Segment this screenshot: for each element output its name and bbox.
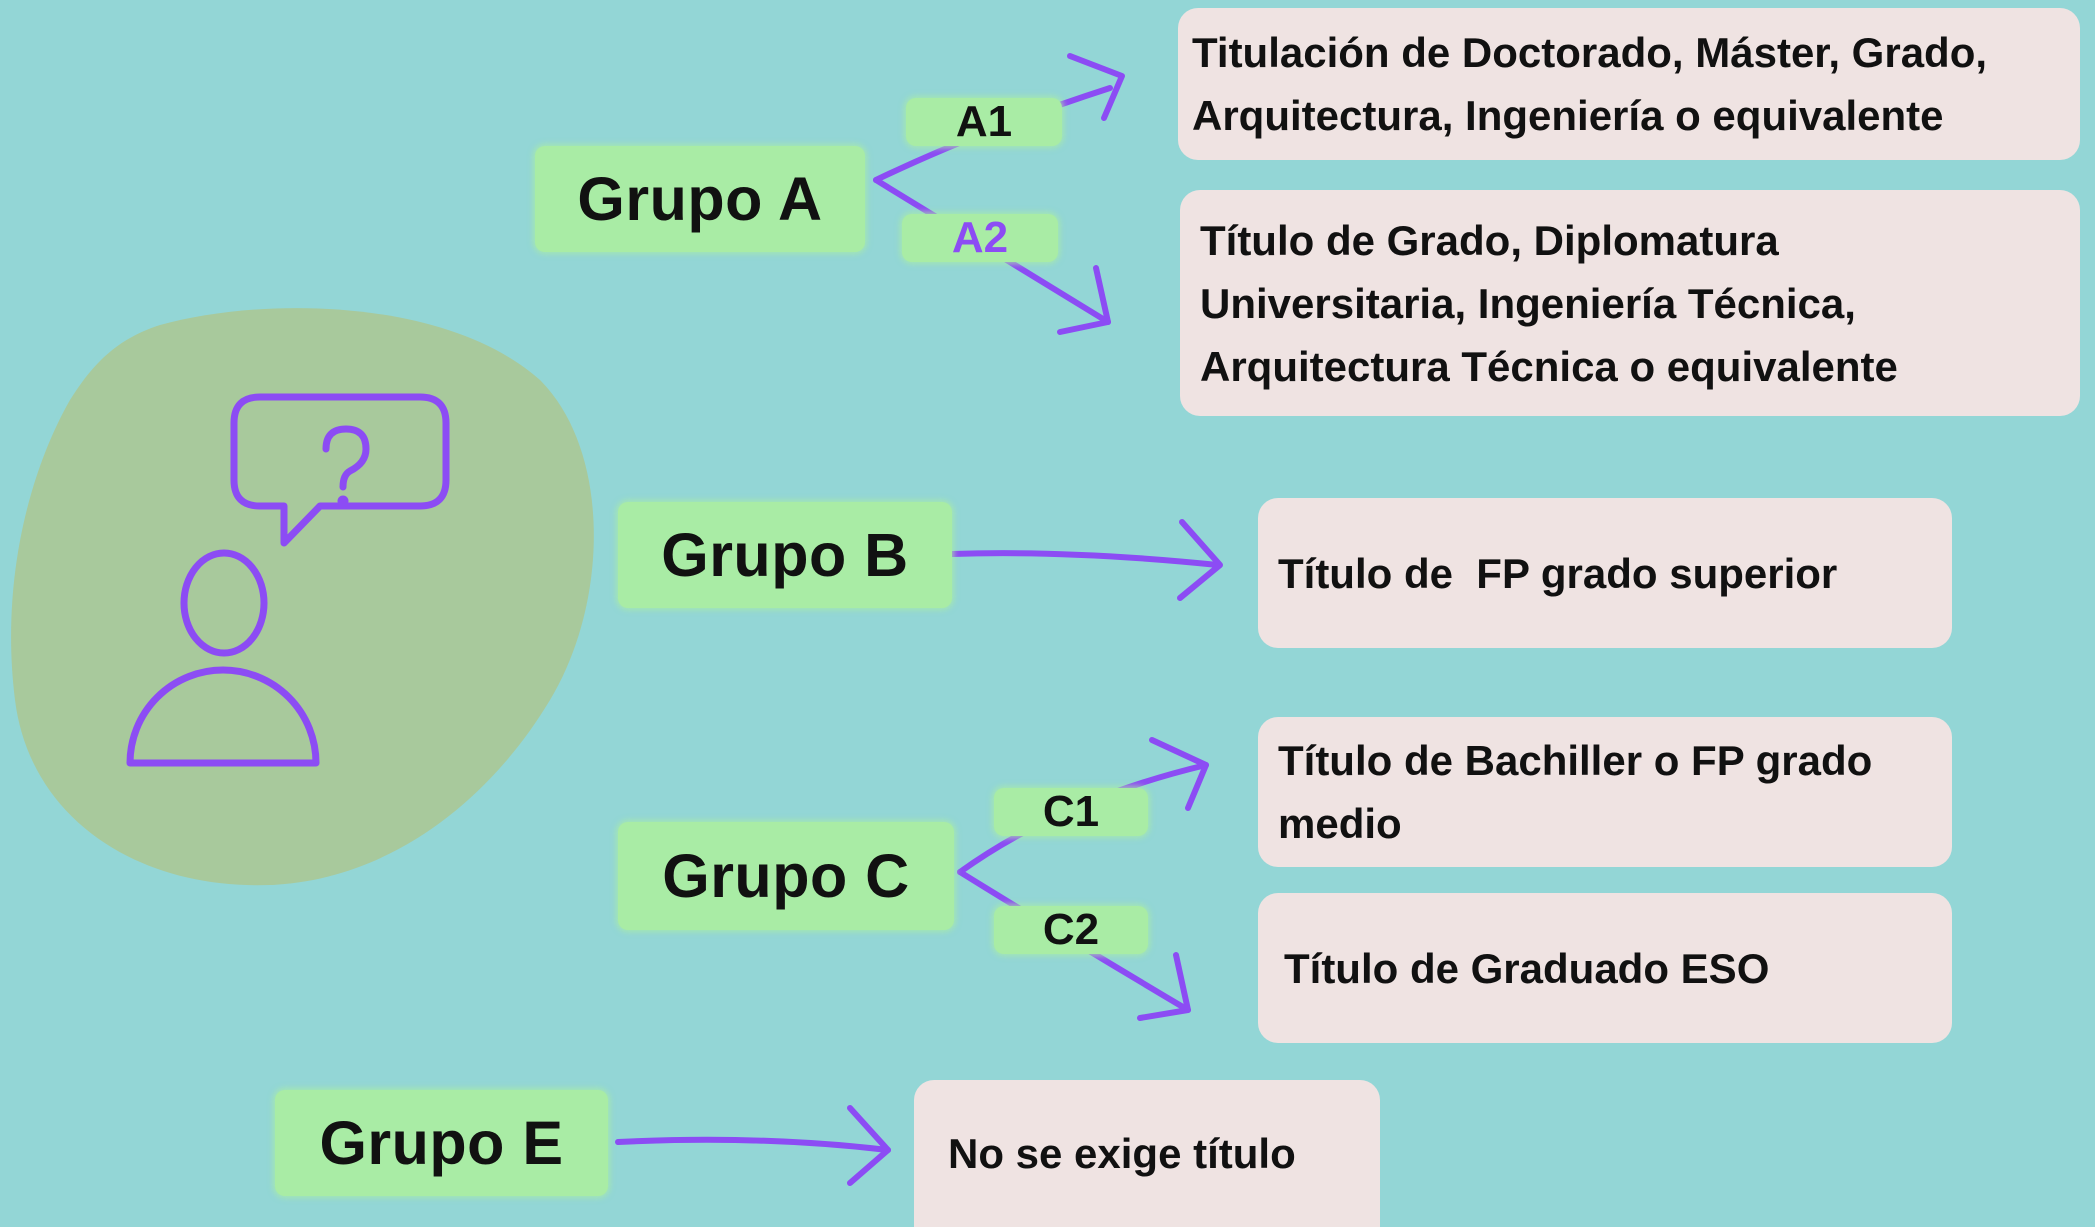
description-box-a1: Titulación de Doctorado, Máster, Grado, … (1178, 8, 2080, 160)
arrow-e-head (847, 1105, 891, 1186)
arrow-a2-head (1057, 265, 1111, 335)
group-b-tag: Grupo B (618, 502, 952, 608)
description-box-e: No se exige título (914, 1080, 1380, 1227)
group-b-label: Grupo B (661, 521, 909, 589)
description-a1-text: Titulación de Doctorado, Máster, Grado, … (1192, 29, 1998, 139)
arrow-e (615, 1136, 891, 1153)
description-box-c1: Título de Bachiller o FP grado medio (1258, 717, 1952, 867)
description-box-c2: Título de Graduado ESO (1258, 893, 1952, 1043)
group-c-label: Grupo C (662, 842, 910, 910)
description-box-a2: Título de Grado, Diplomatura Universitar… (1180, 190, 2080, 416)
subgroup-a1-tag: A1 (906, 97, 1062, 146)
description-e-text: No se exige título (948, 1130, 1296, 1177)
group-c-tag: Grupo C (618, 822, 954, 930)
description-b-text: Título de FP grado superior (1278, 549, 1838, 597)
subgroup-a1-label: A1 (955, 97, 1013, 146)
arrow-a1-head (1067, 53, 1125, 121)
group-e-tag: Grupo E (275, 1090, 608, 1196)
group-a-label: Grupo A (577, 165, 823, 233)
arrow-c2-head (1137, 952, 1191, 1021)
subgroup-c1-tag: C1 (994, 787, 1148, 836)
arrow-b-head (1177, 519, 1223, 601)
arrow-b (949, 550, 1221, 568)
subgroup-a2-label: A2 (951, 213, 1009, 262)
description-c1-text: Título de Bachiller o FP grado medio (1278, 737, 1884, 847)
group-a-tag: Grupo A (535, 146, 865, 252)
arrow-c1-head (1149, 737, 1209, 811)
subgroup-a2-tag: A2 (902, 213, 1058, 262)
description-c2-text: Título de Graduado ESO (1284, 944, 1770, 992)
subgroup-c1-label: C1 (1042, 787, 1100, 836)
description-box-b: Título de FP grado superior (1258, 498, 1952, 648)
subgroup-c2-label: C2 (1042, 905, 1100, 954)
subgroup-c2-tag: C2 (994, 905, 1148, 954)
description-a2-text: Título de Grado, Diplomatura Universitar… (1200, 216, 1898, 390)
group-e-label: Grupo E (319, 1109, 564, 1177)
person-question-icon (126, 393, 450, 767)
